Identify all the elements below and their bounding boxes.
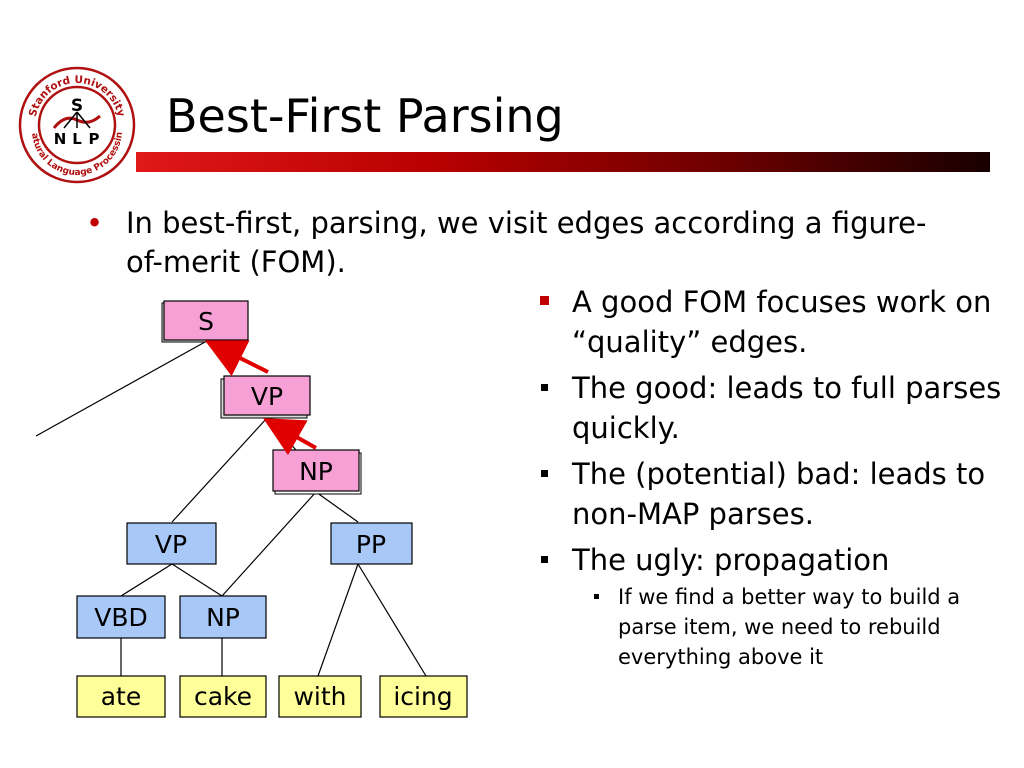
edge-s-left — [35, 341, 206, 437]
word-icing — [379, 675, 468, 718]
edge-vptop-vp — [171, 417, 268, 523]
edge-pp-with — [317, 563, 359, 677]
node-vp — [126, 522, 217, 565]
word-cake-label: cake — [194, 682, 252, 711]
title-underline-bar — [136, 152, 990, 172]
edge-vp-np — [171, 563, 223, 597]
right-bullet-list: A good FOM focuses work on “quality” edg… — [538, 282, 1018, 672]
edge-pp-icing — [357, 563, 427, 677]
black-square-bullet-icon — [541, 470, 548, 477]
edge-vp-vbd — [120, 563, 173, 597]
word-icing-label: icing — [393, 682, 452, 711]
slide-title: Best-First Parsing — [166, 89, 564, 143]
right-bullet-text-3: The ugly: propagation — [572, 543, 890, 577]
right-bullet-text-1: The good: leads to full parses quickly. — [572, 371, 1002, 445]
node-np-top — [272, 449, 360, 492]
node-pp-label: PP — [356, 530, 386, 559]
right-bullet-item: A good FOM focuses work on “quality” edg… — [538, 282, 1018, 362]
edge-nptop-pp — [315, 491, 359, 523]
edge-nptop-np — [221, 491, 317, 597]
node-np-label: NP — [206, 603, 240, 632]
logo-letter-s: S — [71, 96, 83, 116]
red-arrow-np-to-vp — [263, 418, 317, 456]
word-with-label: with — [293, 682, 346, 711]
node-vbd-label: VBD — [94, 603, 148, 632]
red-square-bullet-icon — [540, 296, 549, 305]
logo-letter-p: P — [89, 130, 100, 148]
node-s — [163, 300, 249, 341]
word-ate — [76, 675, 166, 718]
sub-bullet-text: If we find a better way to build a parse… — [618, 585, 961, 669]
bullet-dot-icon: • — [86, 206, 104, 240]
node-np — [179, 595, 267, 639]
red-arrow-vp-to-s — [204, 340, 269, 377]
node-vp-top-label: VP — [251, 382, 283, 411]
right-bullet-item: The ugly: propagation — [538, 540, 1018, 580]
main-bullet-text: In best-first, parsing, we visit edges a… — [126, 206, 927, 279]
word-cake — [179, 675, 267, 718]
word-with — [278, 675, 362, 718]
logo-letter-n: N — [54, 130, 67, 148]
stanford-nlp-logo: Stanford University Natural Language Pro… — [18, 66, 136, 184]
node-vp-top — [223, 375, 311, 416]
black-square-bullet-icon — [541, 384, 548, 391]
node-pp — [330, 522, 413, 565]
node-np-top-label: NP — [299, 457, 333, 486]
small-square-bullet-icon — [594, 594, 599, 599]
node-vp-label: VP — [155, 530, 187, 559]
node-vbd — [76, 595, 166, 639]
black-square-bullet-icon — [541, 556, 548, 563]
word-ate-label: ate — [101, 682, 142, 711]
node-s-label: S — [198, 307, 214, 336]
logo-letter-l: L — [72, 130, 82, 148]
right-bullet-item: The (potential) bad: leads to non-MAP pa… — [538, 454, 1018, 534]
right-bullet-text-2: The (potential) bad: leads to non-MAP pa… — [572, 457, 986, 531]
sub-bullet-item: If we find a better way to build a parse… — [538, 582, 1018, 672]
right-bullet-text-0: A good FOM focuses work on “quality” edg… — [572, 285, 992, 359]
right-bullet-item: The good: leads to full parses quickly. — [538, 368, 1018, 448]
